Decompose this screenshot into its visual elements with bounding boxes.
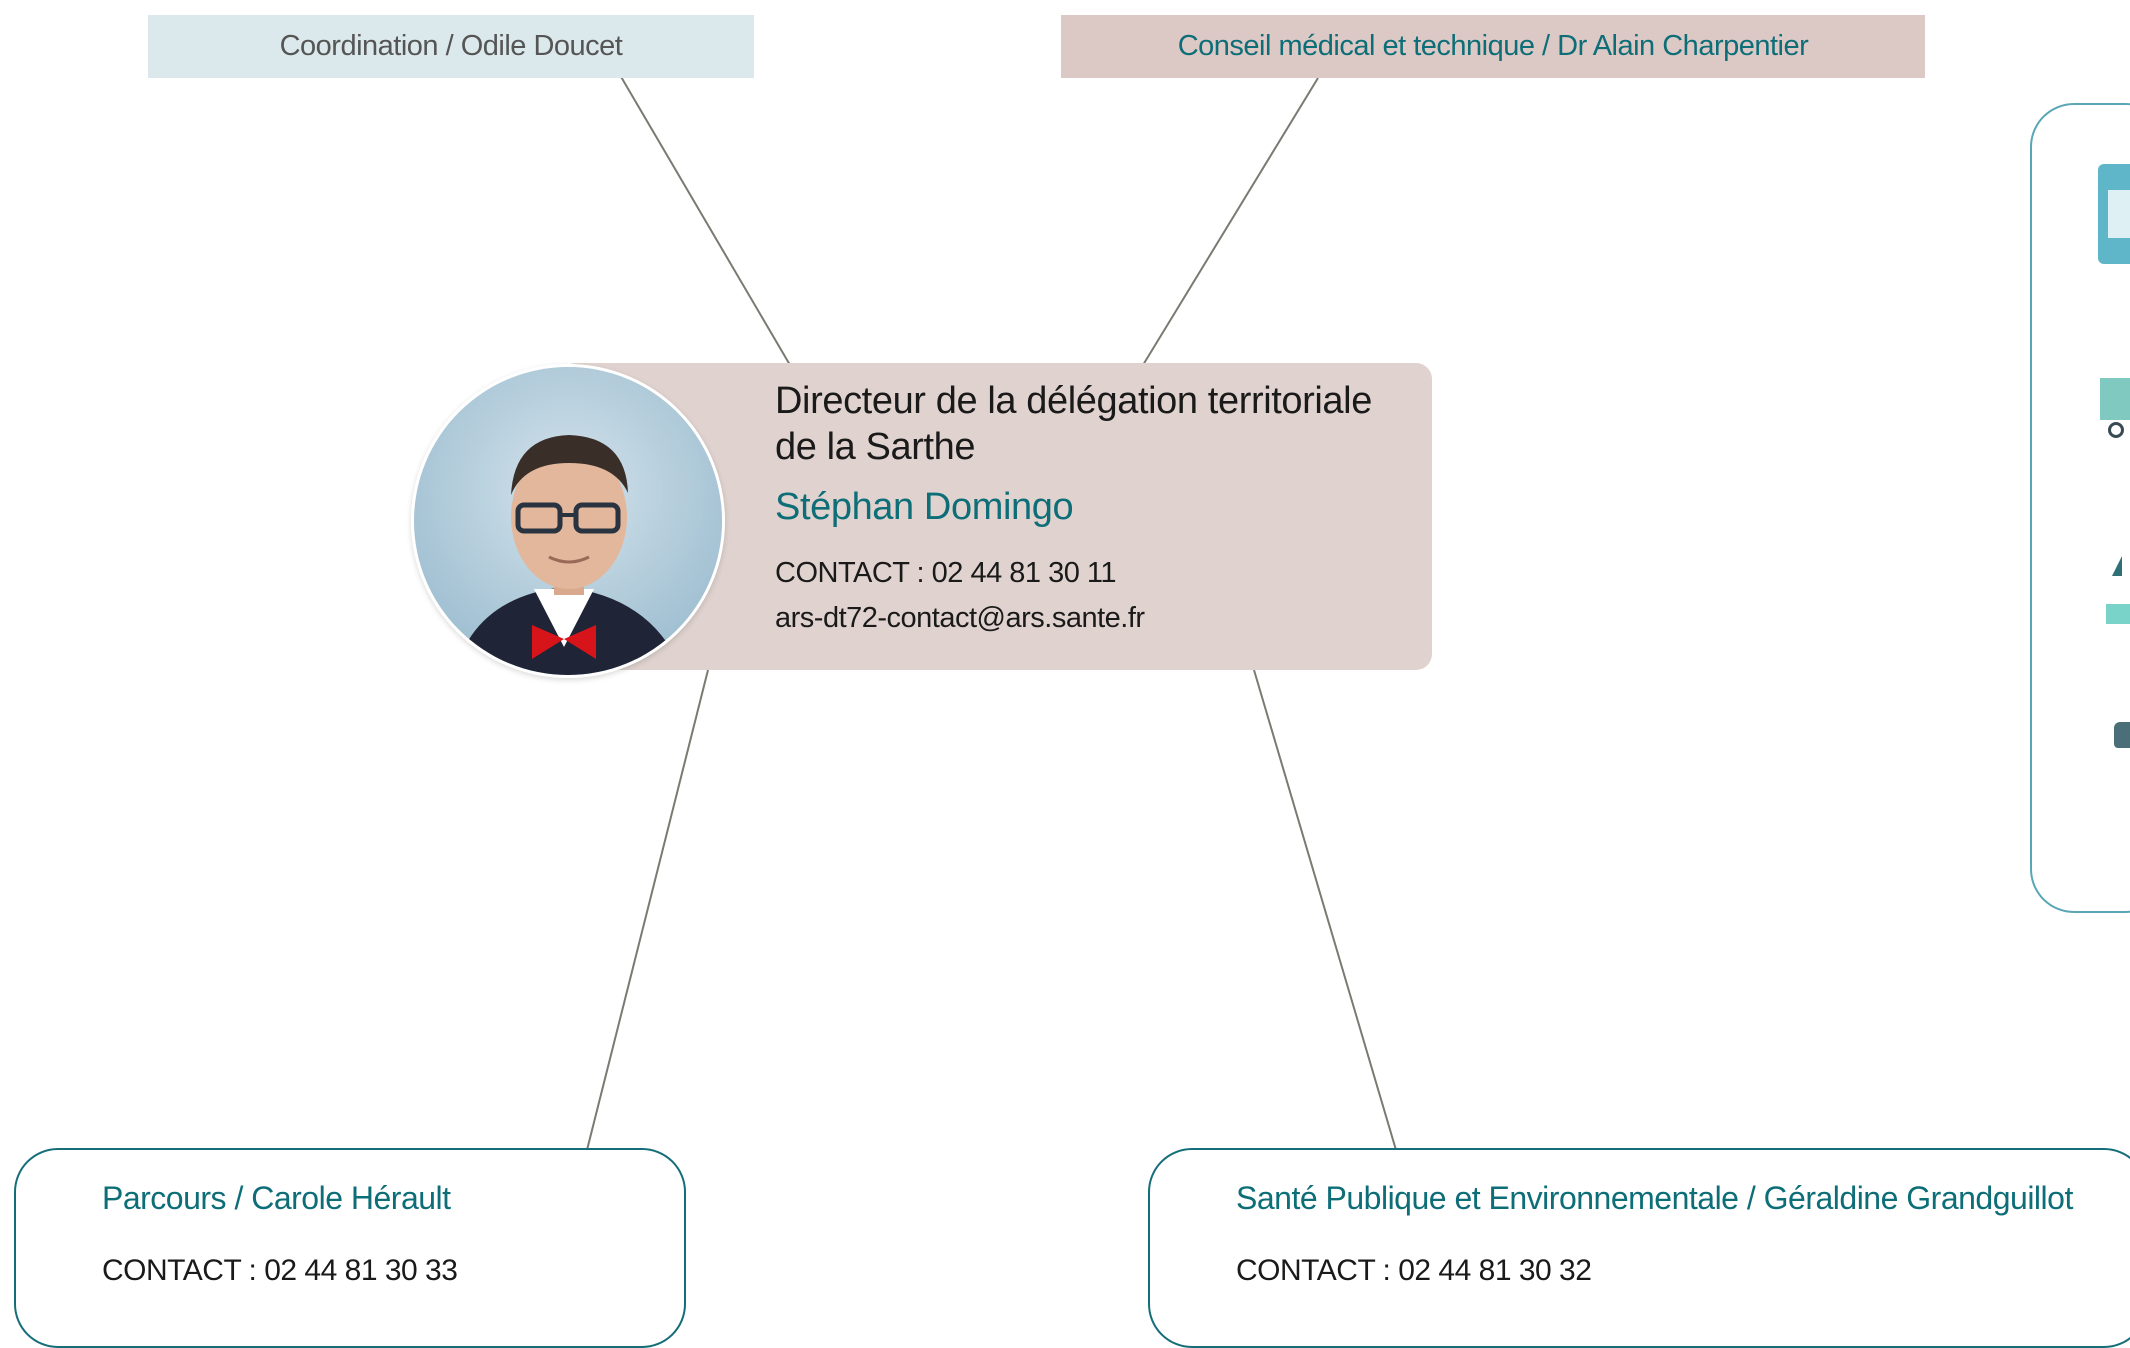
connector-conseil: [1142, 77, 1319, 366]
director-photo: [411, 364, 725, 678]
sante-title: Santé Publique et Environnementale / Gér…: [1236, 1180, 2073, 1216]
director-title-line2: de la Sarthe: [775, 426, 976, 468]
director-title-line1: Directeur de la délégation territoriale: [775, 380, 1372, 422]
side-panel: [2030, 103, 2130, 913]
coordination-box: Coordination / Odile Doucet: [148, 15, 754, 78]
document-icon: [2098, 164, 2130, 264]
connector-sante: [1253, 669, 1397, 1151]
conseil-label: Conseil médical et technique / Dr Alain …: [1177, 30, 1809, 62]
coordination-label: Coordination / Odile Doucet: [279, 30, 623, 62]
director-name: Stéphan Domingo: [775, 486, 1074, 528]
connector-coordination: [619, 74, 791, 366]
parcours-title: Parcours / Carole Hérault: [102, 1180, 451, 1216]
contact-card-icon: [2100, 378, 2130, 438]
connector-parcours: [586, 669, 709, 1151]
director-email[interactable]: ars-dt72-contact@ars.sante.fr: [775, 602, 1145, 634]
portrait-image: [414, 367, 722, 675]
parcours-contact: CONTACT : 02 44 81 30 33: [102, 1254, 458, 1287]
sante-contact: CONTACT : 02 44 81 30 32: [1236, 1254, 1592, 1287]
chart-icon: [2104, 556, 2130, 624]
director-text: Directeur de la délégation territoriale …: [775, 378, 1415, 635]
director-contact: CONTACT : 02 44 81 30 11: [775, 557, 1117, 589]
conseil-box: Conseil médical et technique / Dr Alain …: [1061, 15, 1925, 78]
director-title: Directeur de la délégation territoriale …: [775, 378, 1415, 470]
sante-box: Santé Publique et Environnementale / Gér…: [1148, 1148, 2130, 1348]
parcours-box: Parcours / Carole Hérault CONTACT : 02 4…: [14, 1148, 686, 1348]
tool-icon: [2110, 712, 2130, 750]
